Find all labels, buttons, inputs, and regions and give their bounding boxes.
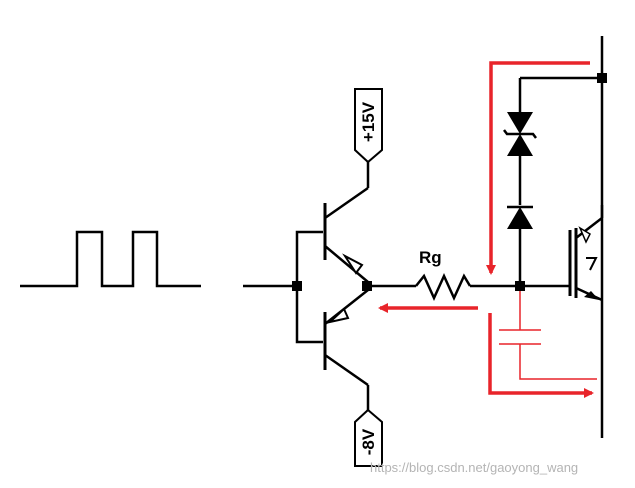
blocking-diode [507, 205, 533, 229]
gate-resistor [415, 272, 472, 302]
npn-transistor [323, 186, 369, 283]
resistor-label: Rg [419, 248, 442, 267]
vneg-tag: -8V [354, 408, 383, 467]
pulse-waveform [20, 230, 201, 288]
collector-node [597, 73, 607, 83]
base-wire-lower [295, 286, 323, 344]
vneg-label: -8V [359, 428, 378, 455]
turn-on-current-arrow [486, 61, 590, 275]
miller-capacitor [499, 291, 597, 380]
current-arrows [378, 61, 594, 398]
watermark: https://blog.csdn.net/gaoyong_wang [370, 460, 578, 475]
tvs-diode [503, 112, 537, 156]
pnp-transistor [323, 289, 369, 387]
emitter-node [362, 281, 372, 291]
base-wire-upper [295, 230, 323, 286]
miller-current-arrow [488, 313, 594, 398]
vpos-label: +15V [359, 101, 378, 142]
igbt [568, 36, 607, 438]
vpos-tag: +15V [354, 88, 383, 164]
